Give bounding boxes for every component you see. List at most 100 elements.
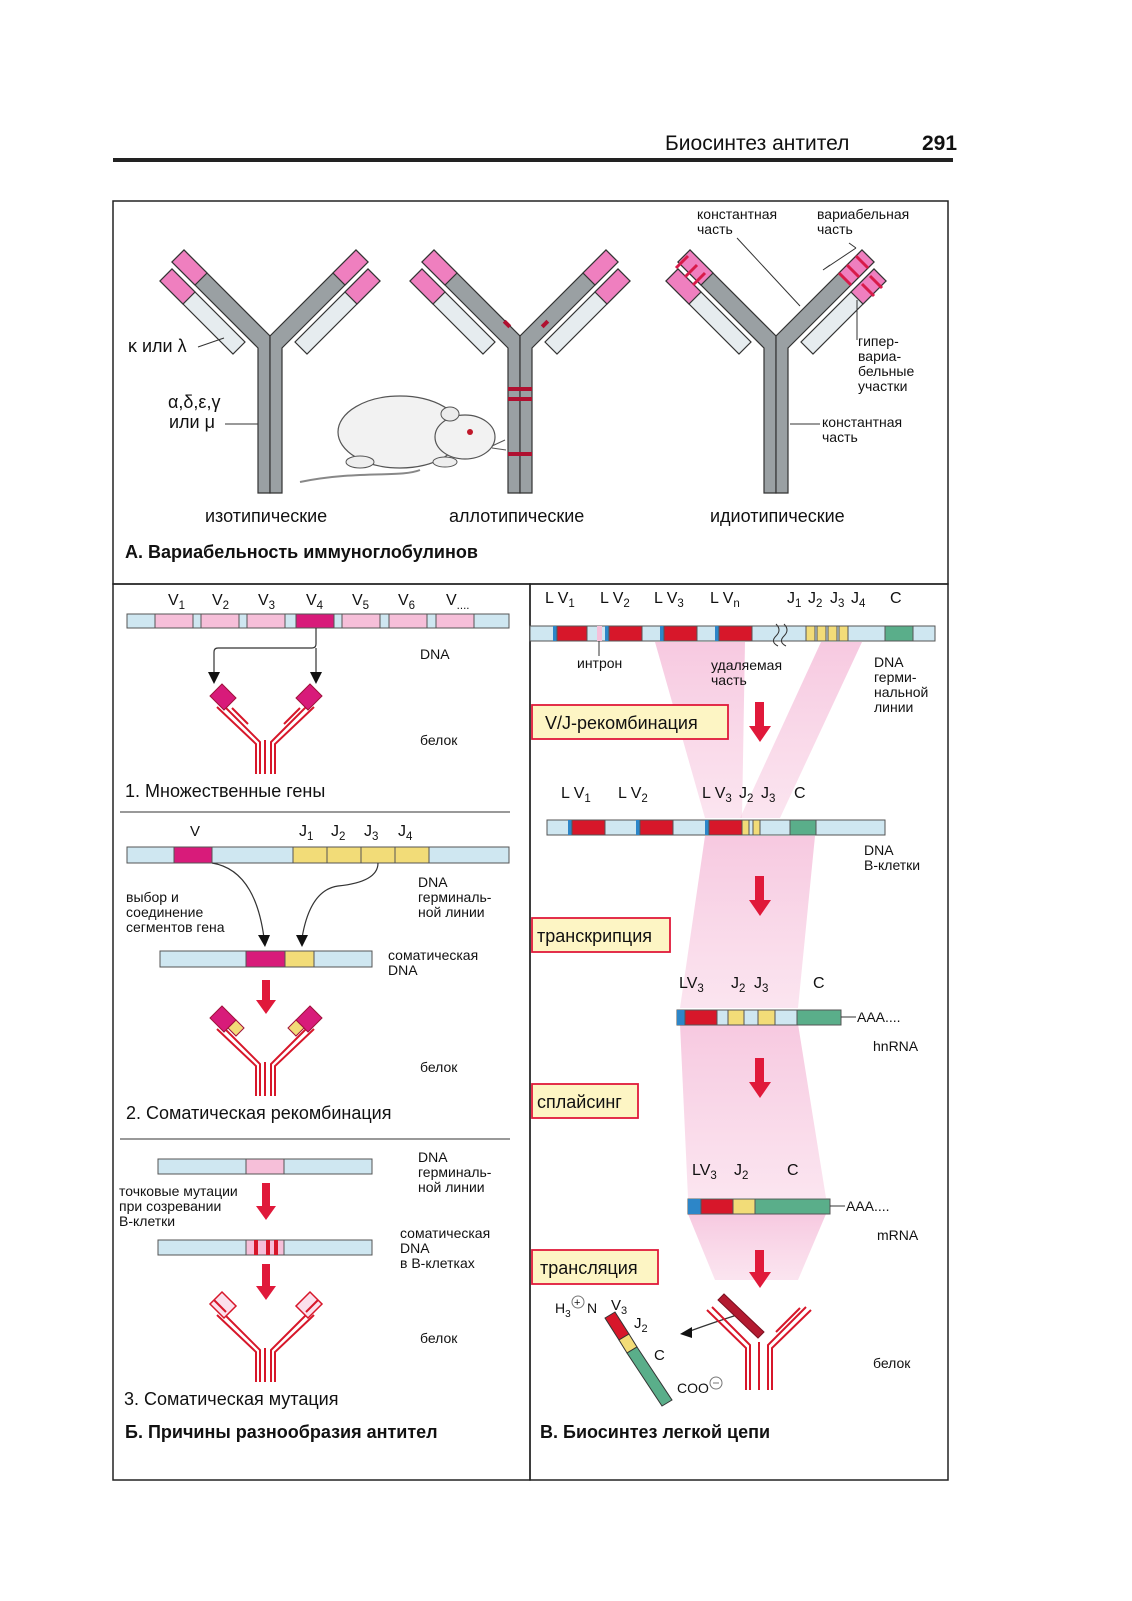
running-title: Биосинтез антител	[665, 132, 849, 155]
s1-gene-label-5: V5	[352, 592, 369, 612]
header-rule	[113, 158, 953, 162]
s2-v-label: V	[190, 823, 200, 840]
s2-red-arrow	[256, 980, 276, 1014]
c-peptide: H3 + N V3 J2 C COO	[555, 1295, 723, 1407]
c-bcell-2: B-клетки	[864, 857, 920, 873]
c-m-j2	[732, 1198, 756, 1215]
s2-j2-segment	[326, 846, 362, 864]
c-bc-c	[789, 819, 817, 836]
c-gl-l2	[605, 626, 609, 641]
s2-arrowhead-j	[296, 935, 308, 947]
c-gl-c	[884, 625, 914, 642]
c-bc-label-2: L V2	[618, 785, 648, 805]
s2-v-segment	[173, 846, 213, 864]
s1-gene-label-3: V3	[258, 592, 275, 612]
s2-somatic-2: DNA	[388, 962, 418, 978]
light-chain-leader	[197, 337, 225, 348]
c-pep-c	[626, 1346, 673, 1407]
s2-selection-3: сегментов гена	[126, 919, 225, 935]
c-germline-2: герми-	[874, 669, 917, 685]
c-bc-label-6: C	[794, 785, 806, 802]
c-step4-box	[531, 1249, 659, 1285]
c-hn-label-2: J2	[731, 975, 745, 995]
c-pep-plus	[571, 1295, 585, 1309]
c-gl-label-9: C	[890, 590, 902, 607]
c-removed-1: удаляемая	[711, 657, 782, 673]
c-bc-l1	[568, 820, 572, 835]
s2-protein-label: белок	[420, 1059, 458, 1075]
c-gl-label-5: J1	[787, 590, 801, 610]
s3-mutation-1	[254, 1240, 258, 1255]
c-gl-l1	[553, 626, 557, 641]
panel-c-frame	[529, 583, 949, 1481]
c-pep-c-label: C	[654, 1347, 665, 1364]
c-germline-1: DNA	[874, 654, 904, 670]
panel-c-title: В. Биосинтез легкой цепи	[540, 1422, 770, 1442]
c-pep-plus-sign: +	[574, 1297, 580, 1309]
s3-mutation-2	[266, 1240, 270, 1255]
c-hnrna-label: hnRNA	[873, 1038, 919, 1054]
c-pep-cterm: COO	[677, 1380, 709, 1396]
c-step1-box	[531, 704, 729, 740]
constant-part-top-2: часть	[697, 221, 733, 237]
c-m-l	[688, 1199, 701, 1214]
c-hn-j2	[727, 1009, 745, 1026]
c-gl-label-2: L V2	[600, 590, 630, 610]
c-antibody-light	[717, 1293, 765, 1339]
s2-germline-1: DNA	[418, 874, 448, 890]
isotypic-antibody	[159, 249, 381, 494]
variable-part-top-2: часть	[817, 221, 853, 237]
s1-segments	[154, 613, 475, 629]
c-gl-label-4: L Vn	[710, 590, 740, 610]
constant-top-leader	[736, 237, 801, 307]
mouse-illustration	[299, 395, 507, 483]
s1-caption: 1. Множественные гены	[125, 781, 325, 801]
heavy-chain-label-2: или μ	[169, 412, 215, 432]
c-gl-j2	[816, 625, 827, 642]
c-red-arrow-1	[749, 702, 771, 742]
s3-somatic-2: DNA	[400, 1240, 430, 1256]
c-step4-label: трансляция	[540, 1258, 638, 1278]
s3-germline-1: DNA	[418, 1149, 448, 1165]
c-m-label-2: J2	[734, 1162, 748, 1182]
s2-j1-segment	[292, 846, 328, 864]
c-hn-polya: AAA....	[857, 1009, 901, 1025]
c-step2-label: транскрипция	[537, 926, 652, 946]
c-step3-label: сплайсинг	[537, 1092, 622, 1112]
s3-red-arrow-1	[256, 1183, 276, 1220]
c-bc-j3	[752, 819, 761, 836]
s2-somatic-j	[284, 950, 315, 968]
c-gl-label-6: J2	[808, 590, 822, 610]
c-step3-box	[531, 1083, 639, 1119]
c-pep-nterm: H3	[555, 1300, 571, 1320]
s2-arrow-j	[301, 862, 379, 939]
c-pep-n: N	[587, 1300, 597, 1316]
c-curved-arrowhead	[680, 1327, 692, 1338]
s1-segment-3	[246, 613, 286, 629]
s1-segment-5	[341, 613, 381, 629]
c-mrna-label: mRNA	[877, 1227, 919, 1243]
s2-germline-2: герминаль-	[418, 889, 492, 905]
c-pep-minus	[709, 1376, 723, 1390]
c-gl-label-1: L V1	[545, 590, 575, 610]
idiotypic-antibody	[665, 249, 887, 494]
hypervariable-2: вариа-	[858, 348, 901, 364]
s2-j-label-1: J1	[299, 823, 313, 843]
hypervariable-1: гипер-	[858, 333, 899, 349]
s2-somatic-v	[245, 950, 286, 968]
s1-gene-label-7: V....	[446, 592, 469, 612]
variable-part-top-1: вариабельная	[817, 206, 909, 222]
s3-point-mut-1: точковые мутации	[119, 1183, 238, 1199]
c-gl-label-7: J3	[830, 590, 844, 610]
s2-caption: 2. Соматическая рекомбинация	[126, 1103, 391, 1123]
s1-gene-label-2: V2	[212, 592, 229, 612]
hypervariable-4: участки	[858, 378, 907, 394]
light-chain-label: κ или λ	[128, 336, 187, 356]
c-m-polya: AAA....	[846, 1198, 890, 1214]
s1-segment-4	[295, 613, 335, 629]
s1-gene-label-4: V4	[306, 592, 324, 612]
c-m-v3	[700, 1198, 734, 1215]
